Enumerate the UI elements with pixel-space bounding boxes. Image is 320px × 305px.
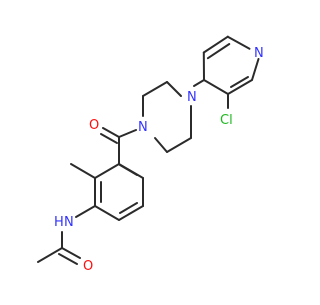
atom-n-pyridine: N [254, 46, 264, 61]
bond [76, 206, 95, 217]
bond [120, 165, 137, 175]
atom-o-carbonyl: O [89, 118, 99, 133]
bond [228, 37, 250, 49]
bond [71, 164, 95, 178]
bond [194, 80, 204, 86]
bond [231, 77, 248, 87]
atom-n-amide: N [64, 215, 74, 230]
bond [95, 164, 119, 178]
bond [204, 37, 228, 53]
bond [143, 82, 167, 96]
atom-o-acetyl: O [83, 259, 93, 274]
bond [119, 130, 136, 137]
molecule-svg: N Cl N N O H N O [0, 0, 300, 300]
atom-h-amide: H [54, 215, 64, 230]
bond [208, 44, 229, 58]
bond [167, 138, 191, 152]
chemical-structure-diagram: N Cl N N O H N O [0, 0, 300, 300]
bond [252, 59, 259, 80]
bond [38, 248, 62, 262]
bond [95, 206, 119, 220]
bond [155, 138, 167, 152]
atom-n-piperazine-top: N [187, 90, 197, 105]
bond [119, 206, 143, 220]
bond [204, 80, 228, 94]
atom-chlorine: Cl [220, 113, 233, 128]
bond [167, 82, 181, 96]
atom-n-piperazine-bottom: N [138, 120, 148, 135]
